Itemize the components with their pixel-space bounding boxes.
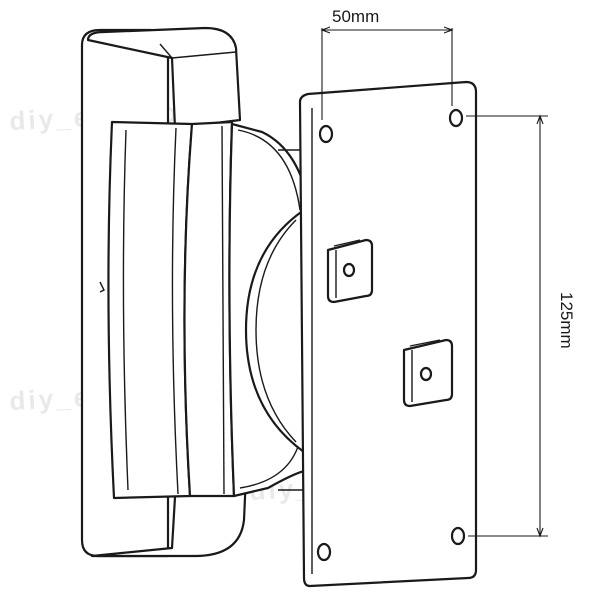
- wall-plate-outline: [298, 80, 478, 588]
- mount-hole-bottom-left: [316, 542, 332, 562]
- dimension-width-50mm: [320, 26, 454, 120]
- mount-hole-bottom-right: [450, 526, 466, 546]
- hook-bracket-upper: [326, 238, 374, 304]
- speaker-clamp: [80, 26, 248, 558]
- wall-plate: [298, 80, 478, 588]
- clamp-inner-plate: [183, 120, 236, 498]
- swivel-joint: [228, 122, 312, 498]
- swivel-disc: [244, 208, 306, 454]
- width-dimension-label: 50mm: [332, 7, 379, 26]
- mount-hole-top-right: [448, 108, 464, 128]
- clamp-top-arm: [86, 26, 242, 130]
- dimension-height-125mm: [466, 114, 548, 538]
- clamp-cushion-pad: [107, 120, 194, 500]
- mount-hole-top-left: [318, 124, 334, 144]
- height-dimension-label: 125mm: [557, 292, 576, 349]
- hook-bracket-lower: [402, 338, 454, 408]
